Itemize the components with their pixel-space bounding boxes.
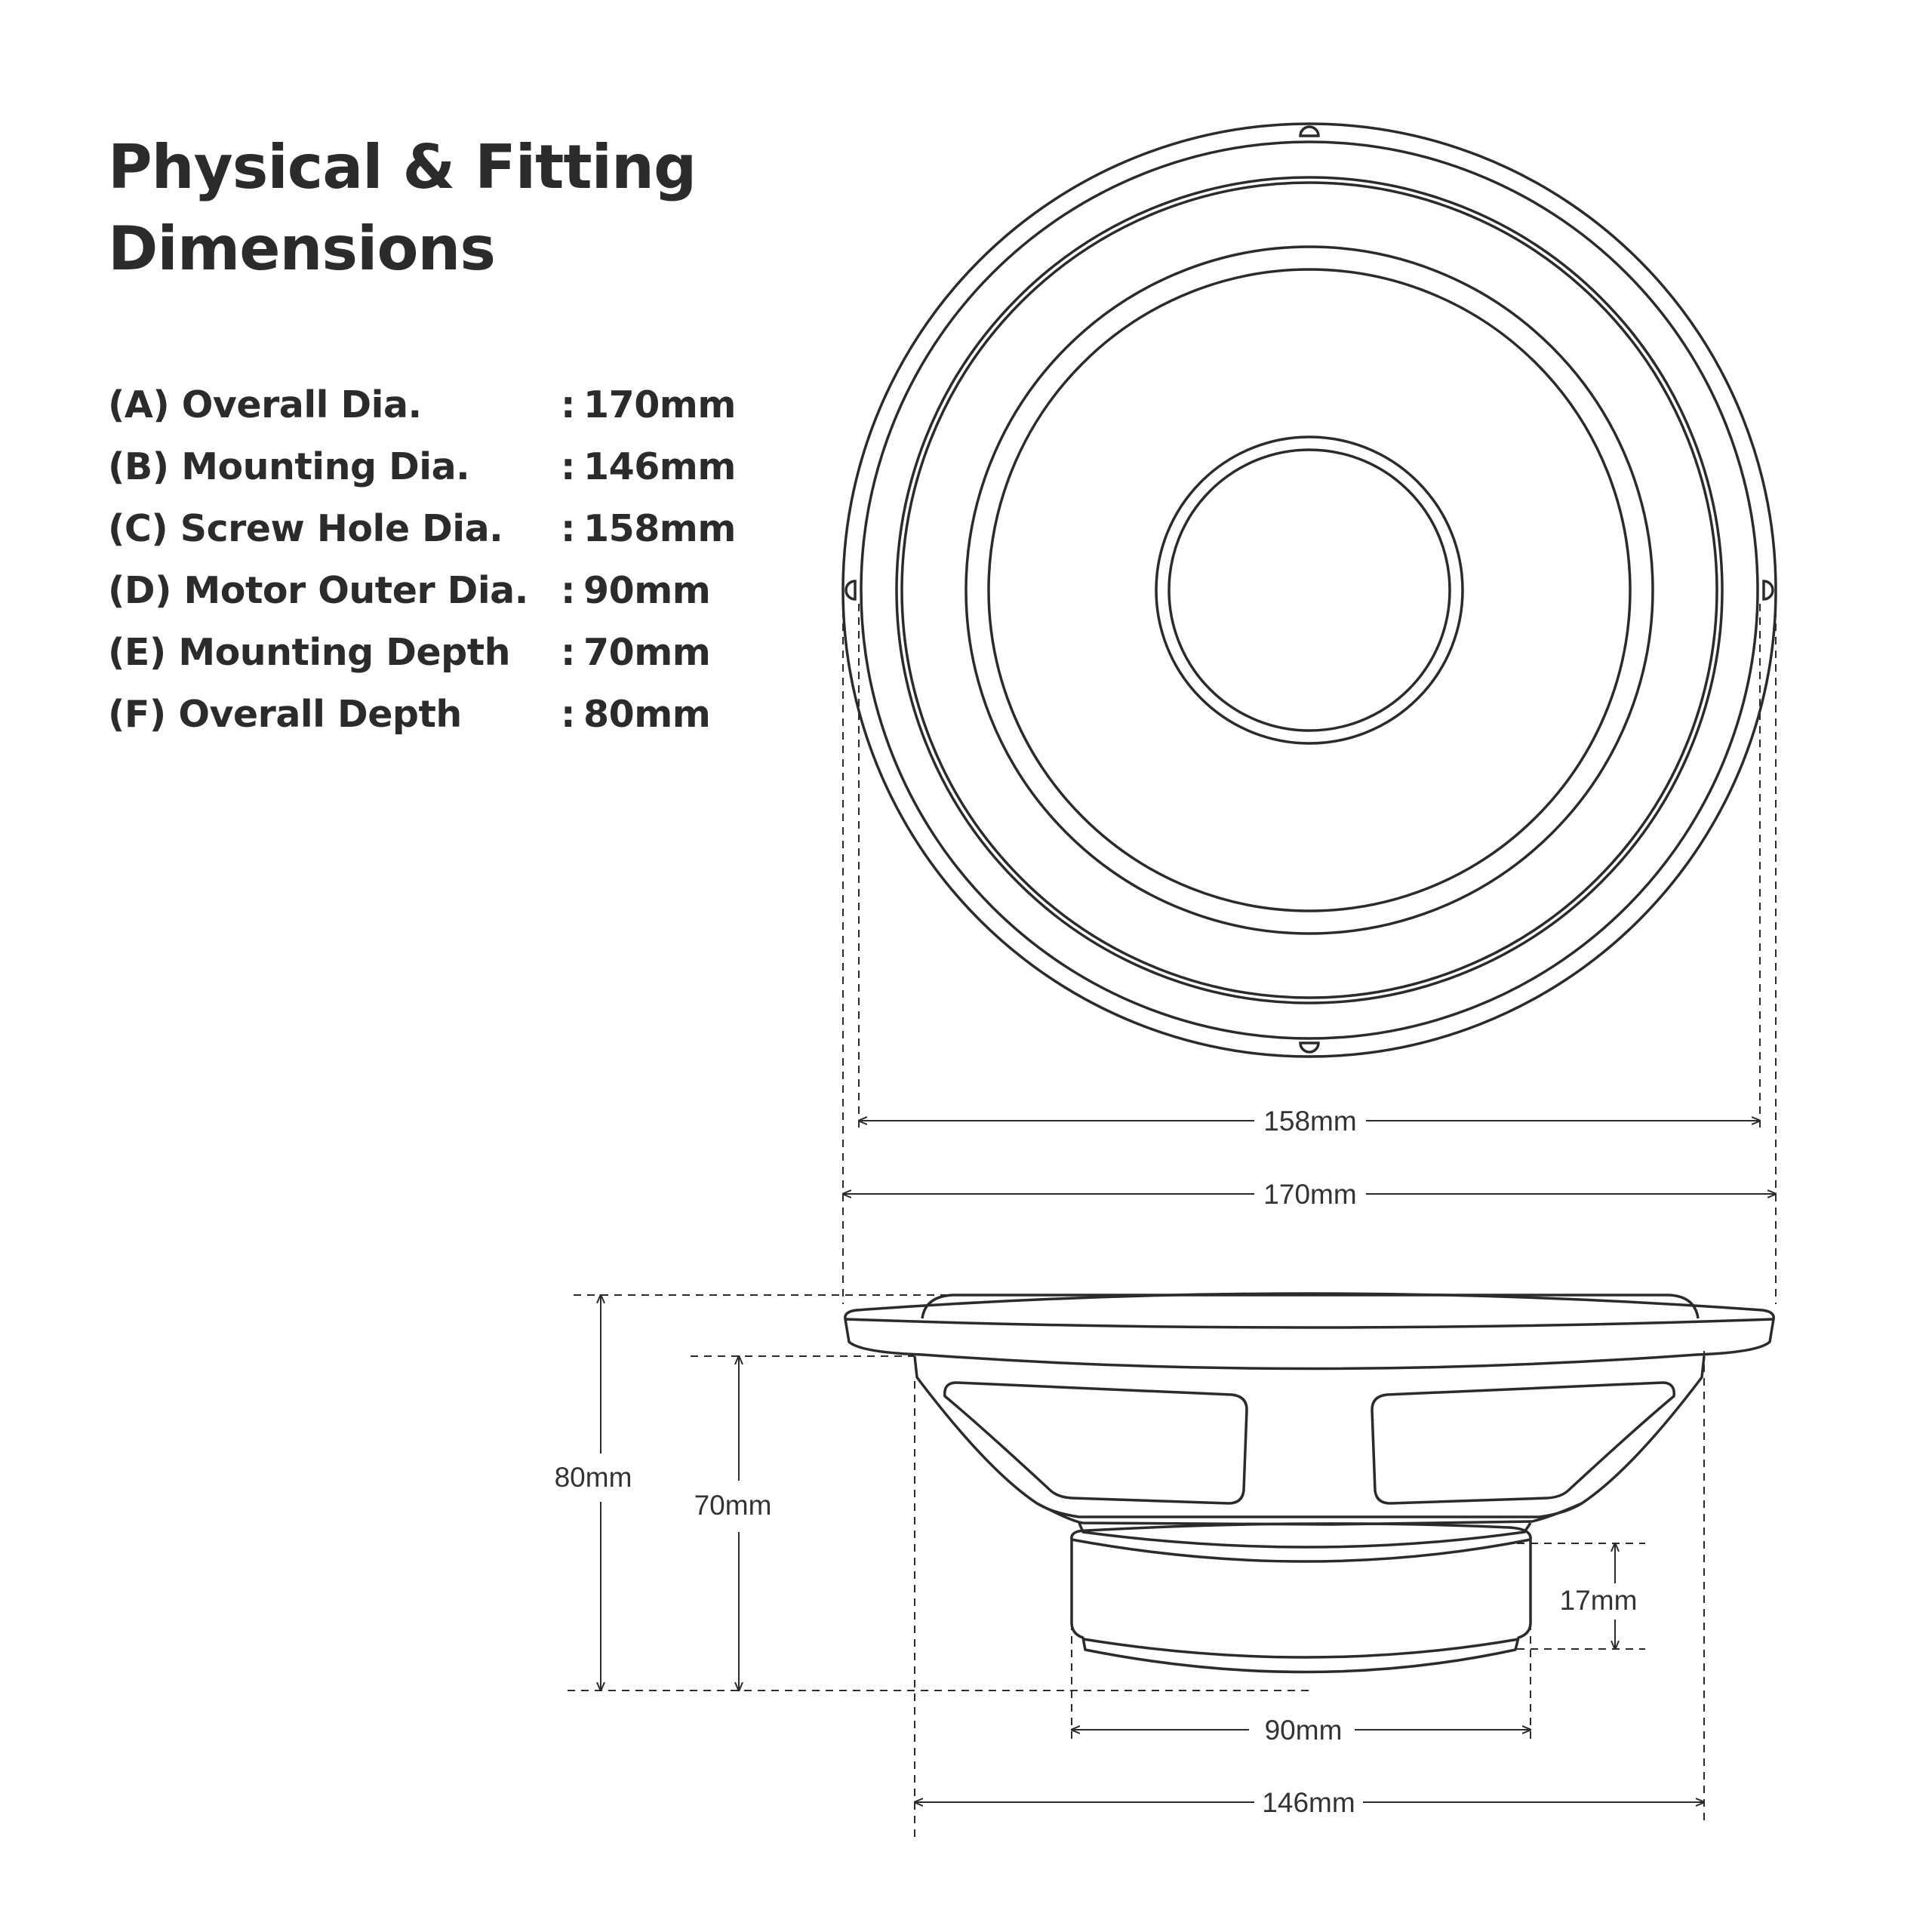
dustcap-outer-circle	[1155, 435, 1464, 745]
dim-label-70mm: 70mm	[694, 1490, 772, 1521]
spec-colon: :	[561, 693, 576, 736]
dimension-80mm: 80mm	[555, 1295, 632, 1690]
spec-value: 80mm	[583, 693, 711, 736]
spec-value: 170mm	[583, 383, 736, 426]
dim-label-80mm: 80mm	[555, 1462, 632, 1493]
spec-colon: :	[561, 569, 576, 612]
surround-inner-circle	[900, 181, 1718, 999]
spec-colon: :	[561, 383, 576, 426]
cone-outer-circle	[964, 245, 1654, 935]
basket-window-left	[943, 1381, 1248, 1505]
basket-bottom	[1036, 1502, 1583, 1526]
basket-frame	[913, 1355, 1706, 1518]
cone-inner-circle	[987, 268, 1632, 912]
surround-outer-circle	[895, 176, 1724, 1004]
outer-rim-circle	[841, 122, 1777, 1058]
dim-label-90mm: 90mm	[1265, 1715, 1343, 1746]
dimension-17mm: 17mm	[1560, 1543, 1638, 1649]
dimension-158mm: 158mm	[859, 1106, 1760, 1137]
dimension-170mm: 170mm	[843, 1179, 1776, 1210]
dim-label-17mm: 17mm	[1560, 1585, 1638, 1616]
flange-plate	[844, 1318, 1775, 1371]
spec-label: (E) Mounting Depth	[108, 631, 511, 674]
side-extension-lines	[568, 1294, 1705, 1838]
spec-label: (F) Overall Depth	[108, 693, 462, 736]
spec-label: (A) Overall Dia.	[108, 383, 422, 426]
screw-hole-left	[844, 580, 857, 601]
spec-value: 158mm	[583, 507, 736, 550]
motor-body	[1070, 1540, 1532, 1674]
front-view	[841, 122, 1777, 1058]
magnet-plate-top	[1078, 1522, 1532, 1549]
side-view	[844, 1292, 1775, 1674]
dimension-146mm: 146mm	[915, 1787, 1704, 1818]
spec-value: 70mm	[583, 631, 711, 674]
motor-top-cap	[1070, 1522, 1532, 1563]
spec-colon: :	[561, 507, 576, 550]
dustcap-inner-circle	[1168, 448, 1451, 732]
spec-colon: :	[561, 631, 576, 674]
page-title: Physical & Fitting Dimensions	[108, 127, 697, 290]
spec-label: (C) Screw Hole Dia.	[108, 507, 503, 550]
title-line-1: Physical & Fitting	[108, 132, 697, 202]
rim-inner-circle	[860, 140, 1759, 1040]
screw-hole-top	[1299, 125, 1320, 137]
spec-colon: :	[561, 445, 576, 488]
title-line-2: Dimensions	[108, 214, 496, 284]
dim-label-146mm: 146mm	[1262, 1787, 1355, 1818]
flange-top	[844, 1292, 1775, 1320]
spec-label: (B) Mounting Dia.	[108, 445, 470, 488]
dim-label-170mm: 170mm	[1263, 1179, 1356, 1210]
screw-hole-right	[1762, 580, 1774, 601]
spec-value: 90mm	[583, 569, 711, 612]
dimension-90mm: 90mm	[1072, 1715, 1531, 1746]
front-extension-lines	[842, 596, 1777, 1304]
spec-label: (D) Motor Outer Dia.	[108, 569, 528, 612]
dimension-70mm: 70mm	[694, 1356, 772, 1690]
spec-value: 146mm	[583, 445, 736, 488]
screw-hole-bottom	[1299, 1041, 1320, 1054]
motor-base-line	[1083, 1638, 1519, 1659]
basket-window-right	[1371, 1381, 1675, 1505]
dim-label-158mm: 158mm	[1263, 1106, 1356, 1137]
